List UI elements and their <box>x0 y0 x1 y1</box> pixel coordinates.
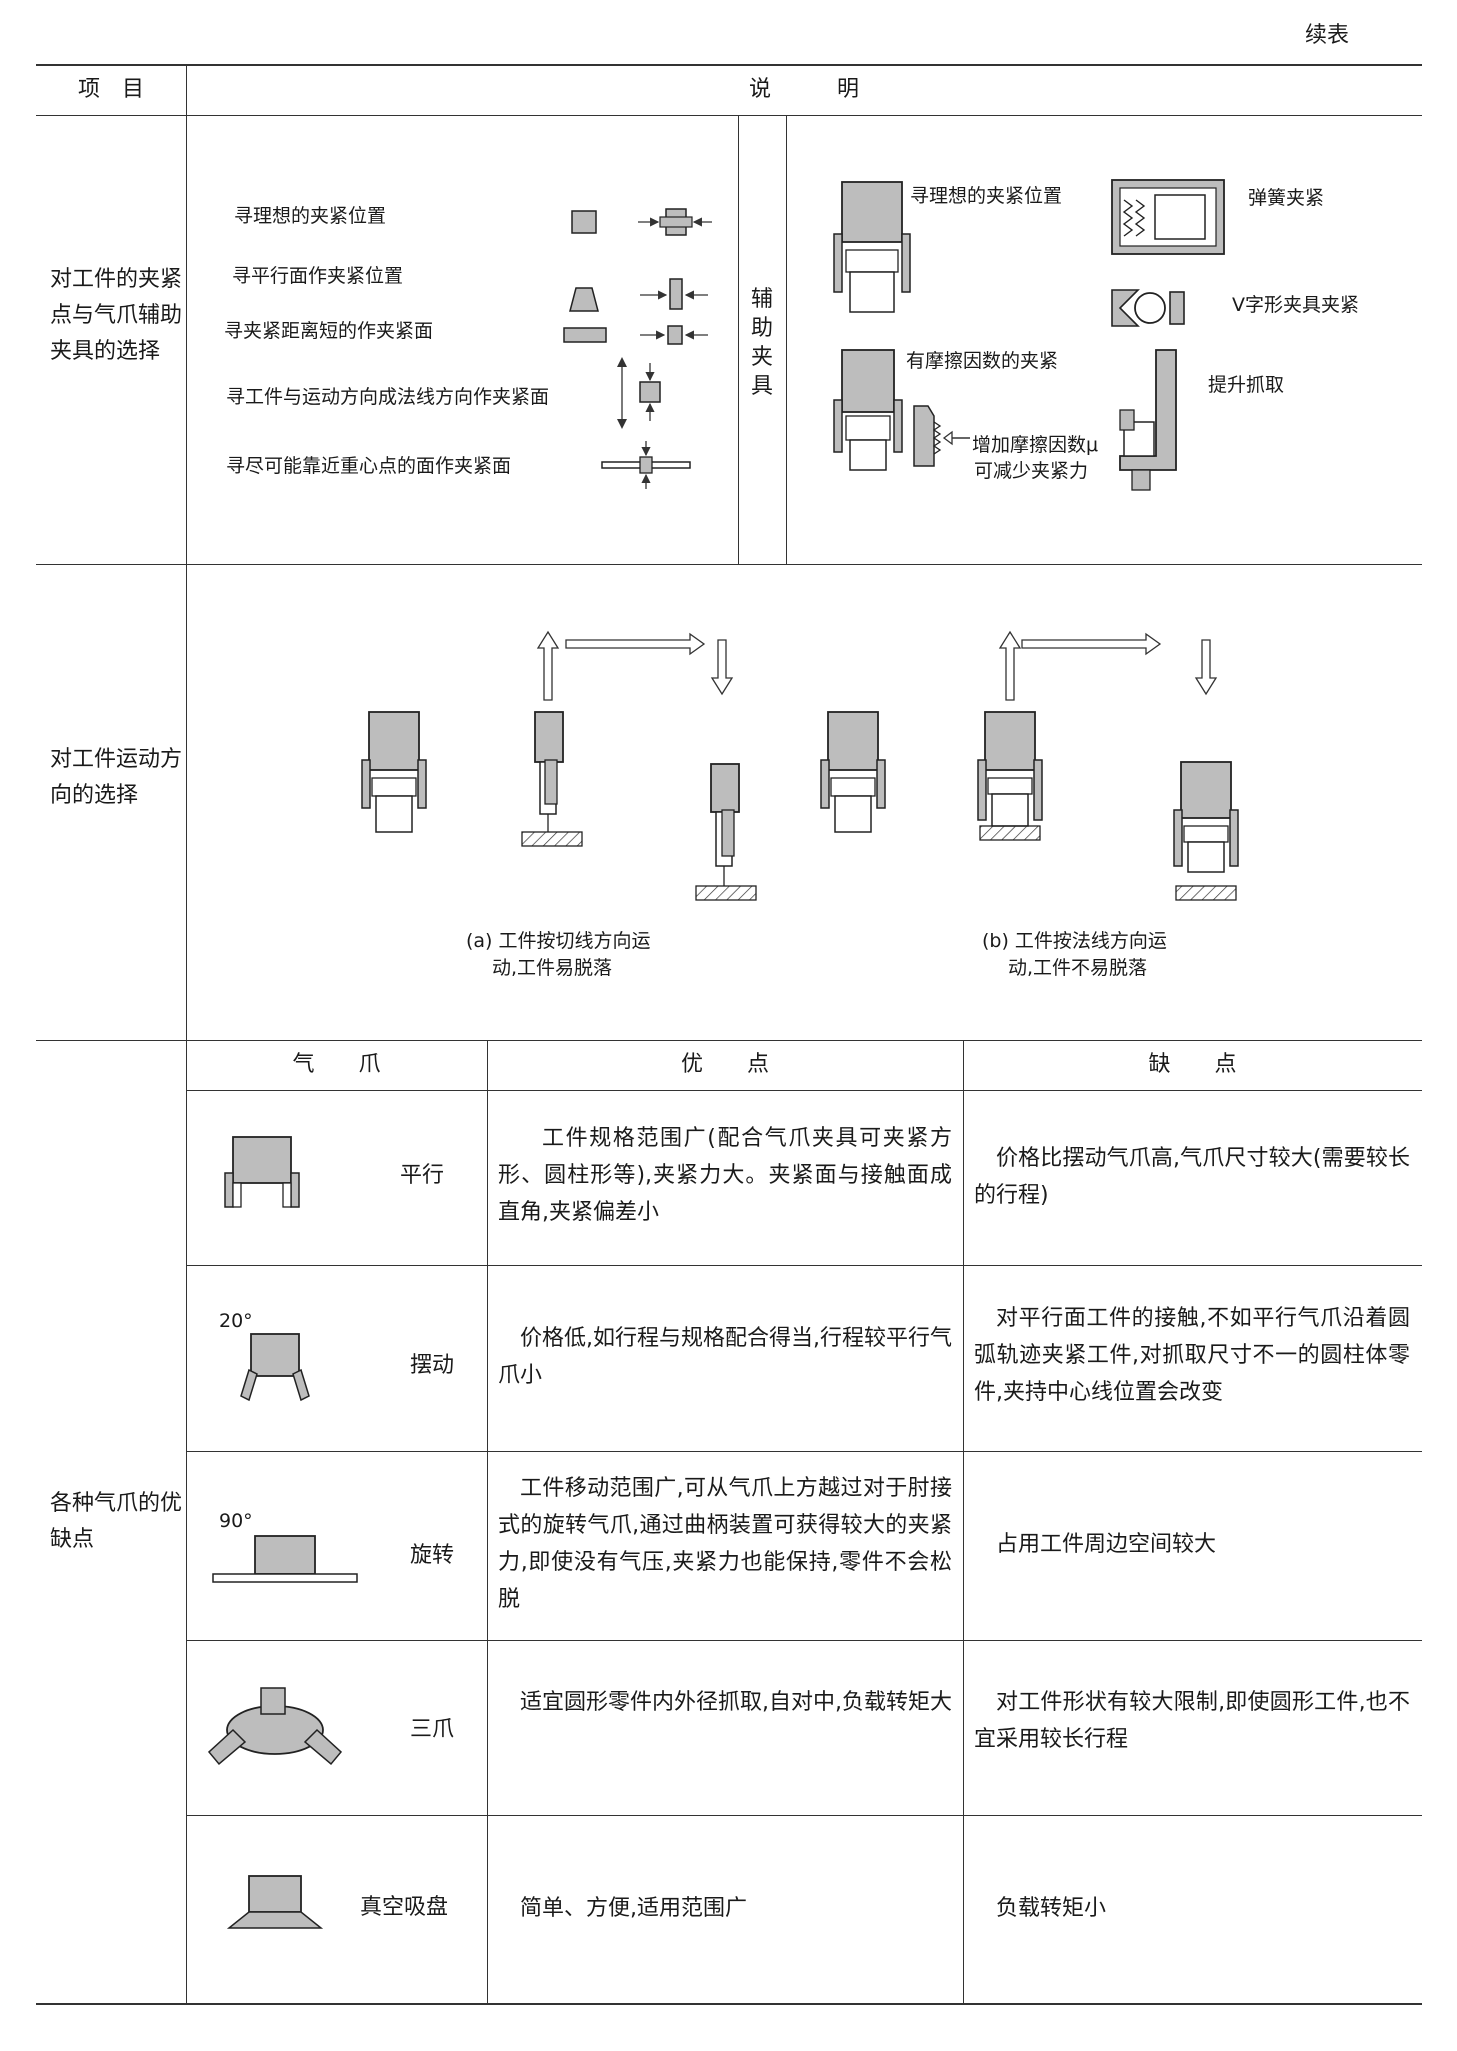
gripper-pros-swing: 价格低,如行程与规格配合得当,行程较平行气爪小 <box>498 1326 952 1388</box>
gripper-cons-vacuum: 负载转矩小 <box>996 1896 1107 1921</box>
gripper-cons-swing: 对平行面工件的接触,不如平行气爪沿着圆弧轨迹夹紧工件,对抓取尺寸不一的圆柱体零件… <box>974 1306 1410 1405</box>
row-motion-item: 对工件运动方向的选择 <box>50 747 183 808</box>
vacuum-cup-icon <box>226 1875 324 1929</box>
gripper-name-three-jaw: 三爪 <box>410 1717 455 1742</box>
caption-b-line1: (b) 工件按法线方向运 <box>982 930 1167 952</box>
motion-direction-drawings <box>361 630 1239 901</box>
friction-pad-icon <box>913 405 970 467</box>
rotary-gripper-icon <box>212 1535 358 1583</box>
friction-gripper-icon <box>833 349 903 471</box>
aux-divider-left <box>738 115 739 564</box>
gripper-rule-1 <box>186 1265 1422 1266</box>
swing-gripper-icon <box>240 1333 310 1402</box>
caption-a-line1: (a) 工件按切线方向运 <box>466 930 651 952</box>
gripper-pros-parallel: 工件规格范围广(配合气爪夹具可夹紧方形、圆柱形等),夹紧力大。夹紧面与接触面成直… <box>498 1126 952 1225</box>
normal-move-arrow <box>1021 632 1162 656</box>
tangent-gripper-drop <box>695 639 757 901</box>
gripper-col-divider-1 <box>487 1040 488 2004</box>
aux-friction-label: 有摩擦因数的夹紧 <box>906 350 1059 372</box>
gripper-col-divider-2 <box>963 1040 964 2004</box>
subheader-rule <box>186 1090 1422 1091</box>
parallel-face-icon <box>569 278 708 312</box>
gripper-name-vacuum: 真空吸盘 <box>360 1895 449 1920</box>
normal-direction-icon <box>617 357 661 429</box>
tangent-gripper-lift <box>521 630 583 847</box>
gripper-cons-rotary: 占用工件周边空间较大 <box>996 1532 1217 1557</box>
clamp-text-4: 寻工件与运动方向成法线方向作夹紧面 <box>226 386 550 408</box>
lift-grip-icon <box>1119 349 1177 491</box>
clamp-text-3: 寻夹紧距离短的作夹紧面 <box>224 320 434 342</box>
gripper-name-swing: 摆动 <box>410 1353 455 1378</box>
row-clamping-item: 对工件的夹紧点与气爪辅助夹具的选择 <box>50 267 183 364</box>
clamp-icons-left <box>563 208 712 489</box>
continued-label: 续表 <box>1305 23 1350 48</box>
row-grippers-item: 各种气爪的优缺点 <box>50 1491 183 1552</box>
aux-mu-label-2: 可减少夹紧力 <box>974 460 1089 482</box>
normal-gripper-lift <box>977 630 1043 841</box>
center-of-gravity-icon <box>601 441 691 489</box>
gripper-rule-4 <box>186 1815 1422 1816</box>
aux-lift-label: 提升抓取 <box>1208 374 1285 396</box>
parallel-gripper-icon <box>224 1136 300 1208</box>
aux-spring-label: 弹簧夹紧 <box>1248 187 1325 209</box>
item-column-divider <box>186 64 187 2004</box>
aux-ideal-label: 寻理想的夹紧位置 <box>910 185 1063 207</box>
header-item: 项 目 <box>77 77 144 102</box>
short-distance-icon <box>563 325 708 345</box>
subheader-pros: 优 点 <box>680 1052 769 1077</box>
gripper-pros-rotary: 工件移动范围广,可从气爪上方越过对于肘接式的旋转气爪,通过曲柄装置可获得较大的夹… <box>498 1476 952 1612</box>
subheader-cons: 缺 点 <box>1148 1052 1237 1077</box>
gripper-name-rotary: 旋转 <box>410 1543 455 1568</box>
gripper-angle-rotary: 90° <box>219 1510 253 1532</box>
caption-b-line2: 动,工件不易脱落 <box>1008 957 1148 979</box>
gripper-cons-three-jaw: 对工件形状有较大限制,即使圆形工件,也不宜采用较长行程 <box>974 1690 1410 1752</box>
three-jaw-gripper-icon <box>207 1687 343 1766</box>
normal-gripper-open <box>820 711 886 833</box>
caption-a-line2: 动,工件易脱落 <box>492 957 613 979</box>
gripper-pros-three-jaw: 适宜圆形零件内外径抓取,自对中,负载转矩大 <box>520 1690 952 1715</box>
aux-divider-right <box>786 115 787 564</box>
gripper-name-parallel: 平行 <box>400 1163 445 1188</box>
subheader-gripper: 气 爪 <box>292 1052 381 1077</box>
aux-vblock-label: V字形夹具夹紧 <box>1232 294 1359 316</box>
clamp-text-5: 寻尽可能靠近重心点的面作夹紧面 <box>226 455 512 477</box>
table-bottom-rule <box>36 2003 1422 2005</box>
header-rule <box>36 115 1422 116</box>
header-description: 说 明 <box>748 77 859 102</box>
normal-gripper-drop <box>1173 639 1239 901</box>
gripper-angle-swing: 20° <box>219 1310 253 1332</box>
aux-fixture-drawings <box>833 179 1225 491</box>
ideal-position-icon <box>571 208 712 236</box>
gripper-cons-parallel: 价格比摆动气爪高,气爪尺寸较大(需要较长的行程) <box>974 1146 1410 1208</box>
aux-fixture-label: 辅助夹具 <box>750 287 773 399</box>
clamp-text-1: 寻理想的夹紧位置 <box>234 205 387 227</box>
row-rule-1 <box>36 564 1422 565</box>
spring-clamp-icon <box>1111 179 1225 255</box>
v-block-icon <box>1111 289 1185 327</box>
ideal-gripper-icon <box>833 181 911 313</box>
gripper-rule-3 <box>186 1640 1422 1641</box>
aux-mu-label-1: 增加摩擦因数μ <box>972 434 1099 456</box>
gripper-rule-2 <box>186 1451 1422 1452</box>
table-top-rule <box>36 64 1422 66</box>
clamp-text-2: 寻平行面作夹紧位置 <box>232 265 404 287</box>
row-rule-2 <box>36 1040 1422 1041</box>
tangent-move-arrow <box>565 632 706 656</box>
gripper-pros-vacuum: 简单、方便,适用范围广 <box>520 1896 747 1921</box>
tangent-gripper-open <box>361 711 427 833</box>
